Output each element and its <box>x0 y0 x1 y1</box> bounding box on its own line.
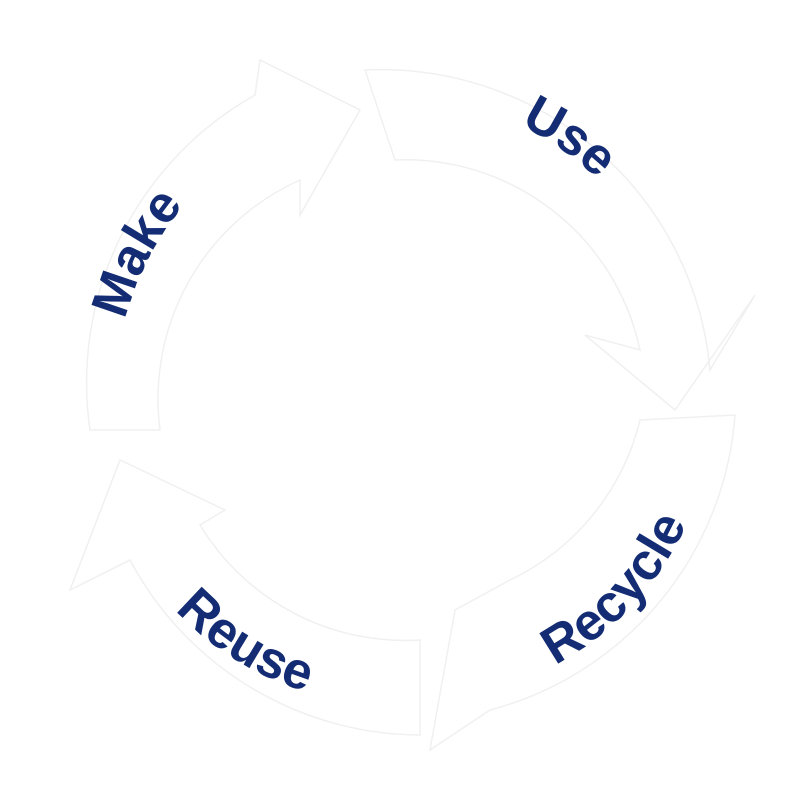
arrow-recycle-to-reuse <box>428 414 736 752</box>
cycle-ring <box>68 58 756 752</box>
arrow-make-to-use <box>85 58 362 431</box>
arrow-reuse-to-make <box>68 458 421 736</box>
arrow-use-to-recycle <box>363 68 756 412</box>
